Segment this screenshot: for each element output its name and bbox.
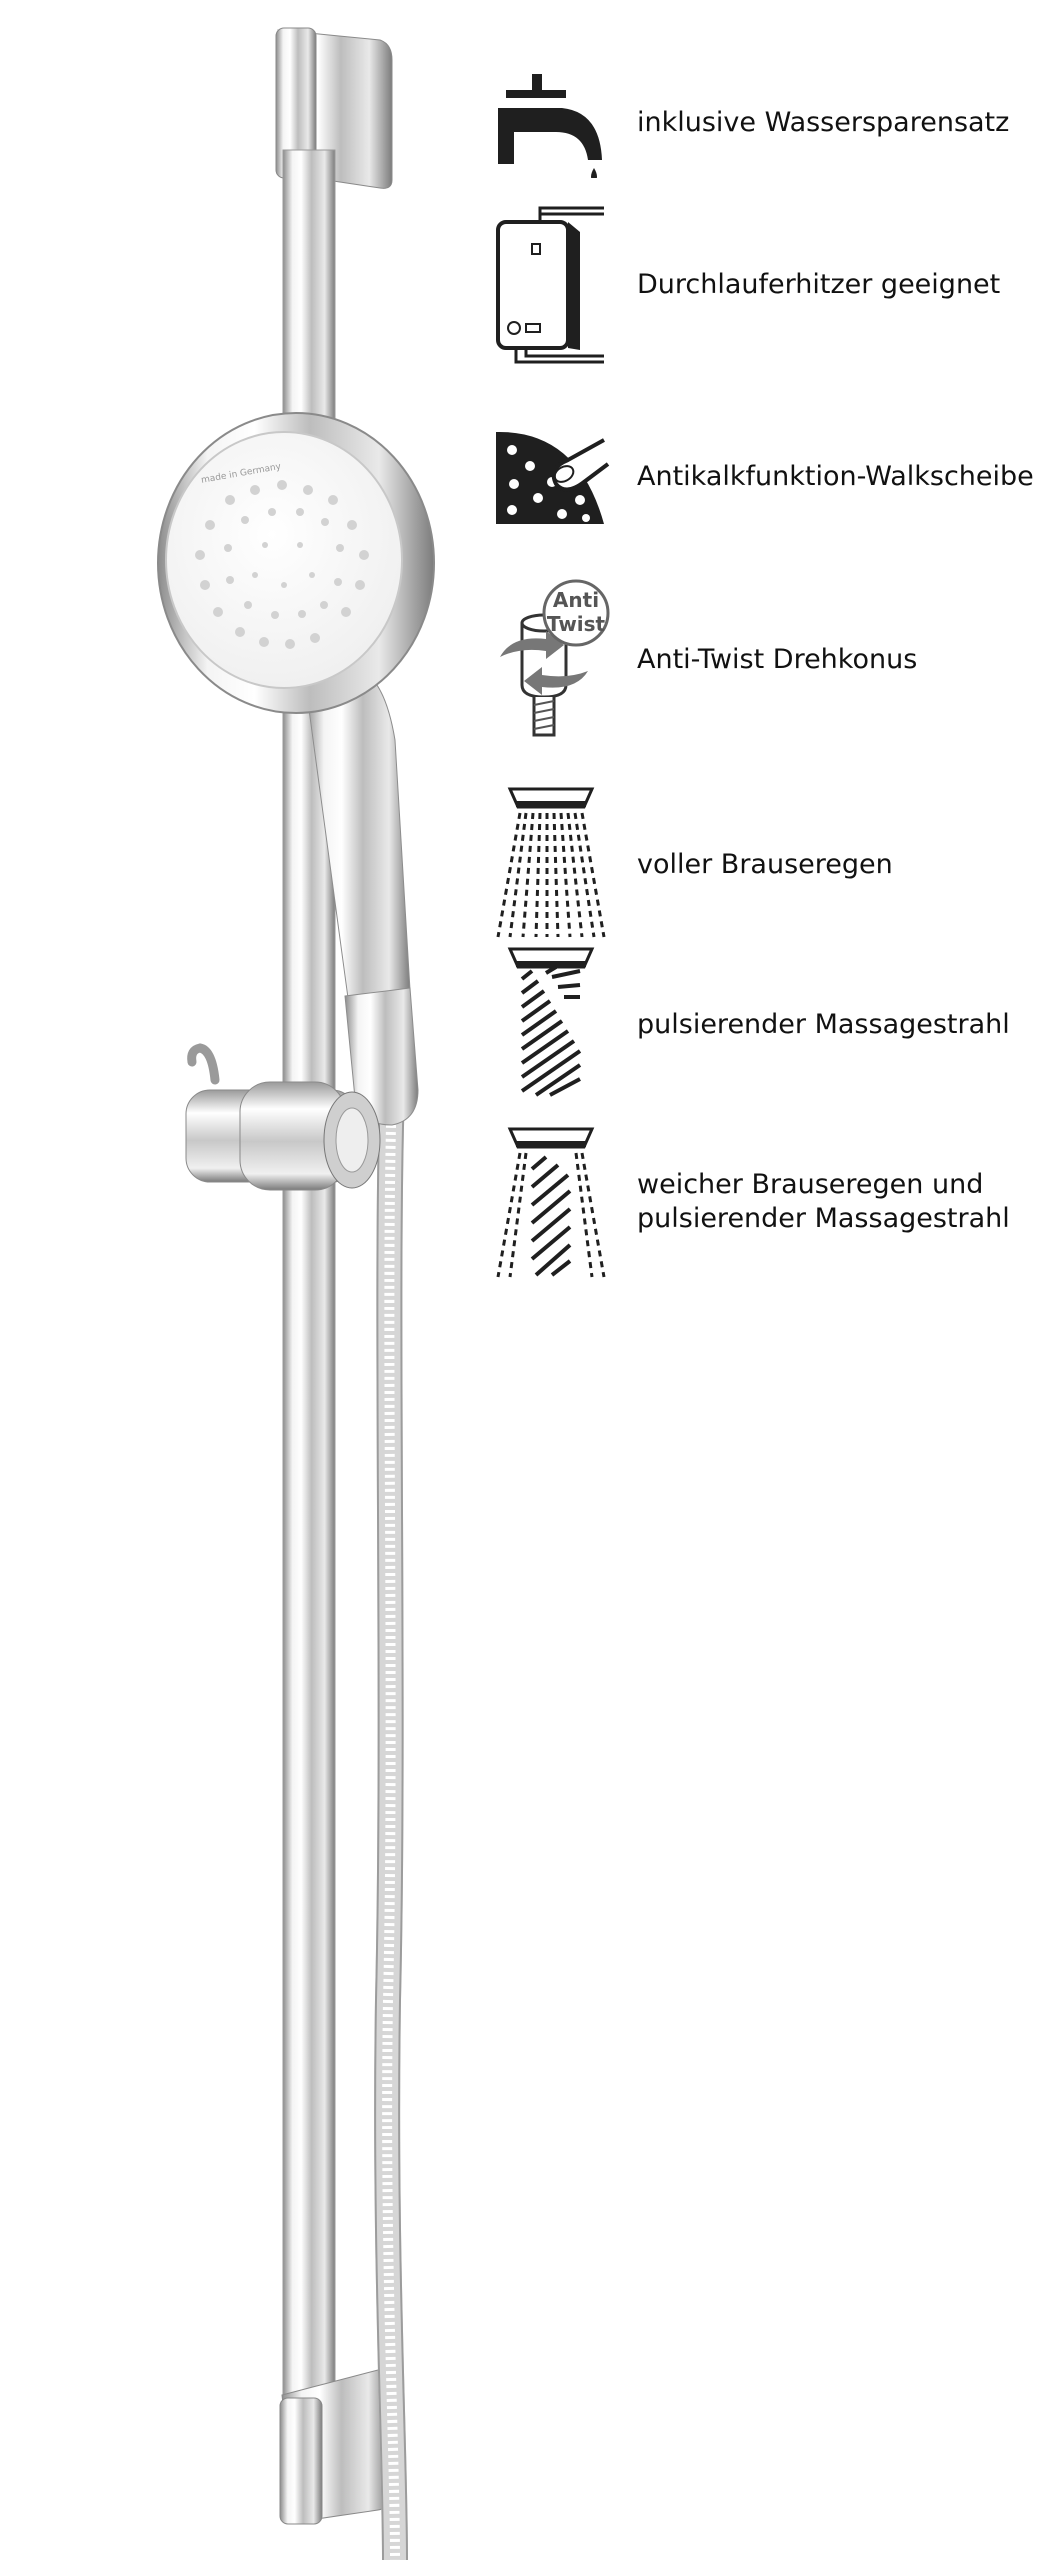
- shower-holder-slider: [185, 1043, 381, 1191]
- feature-water-saving: inklusive Wassersparensatz: [492, 48, 1009, 198]
- anti-twist-cone-icon: Anti Twist: [492, 579, 610, 737]
- feature-soft-rain-massage: weicher Brauseregen und pulsierender Mas…: [492, 1127, 1010, 1280]
- anti-limescale-disc-icon: [492, 402, 610, 552]
- pulsating-massage-jet-icon: [492, 947, 610, 1100]
- instantaneous-water-heater-icon: [492, 206, 610, 364]
- anti-twist-badge-line2: Twist: [547, 612, 606, 636]
- feature-label: pulsierender Massagestrahl: [637, 1009, 1010, 1040]
- feature-label: voller Brauseregen: [637, 849, 893, 880]
- soft-rain-and-massage-spray-icon: [492, 1127, 610, 1280]
- feature-massage-jet: pulsierender Massagestrahl: [492, 947, 1010, 1100]
- feature-label: weicher Brauseregen und pulsierender Mas…: [637, 1168, 1010, 1236]
- feature-full-rain: voller Brauseregen: [492, 787, 893, 940]
- anti-twist-badge-line1: Anti: [553, 588, 599, 612]
- feature-anti-twist: Anti Twist Anti-Twist Drehkonus: [492, 579, 917, 737]
- feature-water-heater: Durchlauferhitzer geeignet: [492, 206, 1000, 364]
- feature-label-line1: weicher Brauseregen und: [637, 1169, 984, 1200]
- hand-shower-head: made in Germany: [157, 412, 435, 714]
- feature-label: inklusive Wassersparensatz: [637, 107, 1010, 138]
- feature-label: Antikalkfunktion-Walkscheibe: [637, 461, 1034, 492]
- top-wall-bracket: [275, 27, 393, 189]
- feature-label: Durchlauferhitzer geeignet: [637, 269, 1001, 300]
- feature-label-line2: pulsierender Massagestrahl: [637, 1203, 1010, 1234]
- feature-anti-limescale: Antikalkfunktion-Walkscheibe: [492, 402, 1034, 552]
- bottom-wall-bracket: [279, 2369, 391, 2525]
- spray-nozzles: [195, 480, 369, 649]
- feature-label: Anti-Twist Drehkonus: [637, 644, 918, 675]
- full-rain-spray-icon: [492, 787, 610, 940]
- water-saving-tap-icon: [492, 48, 610, 198]
